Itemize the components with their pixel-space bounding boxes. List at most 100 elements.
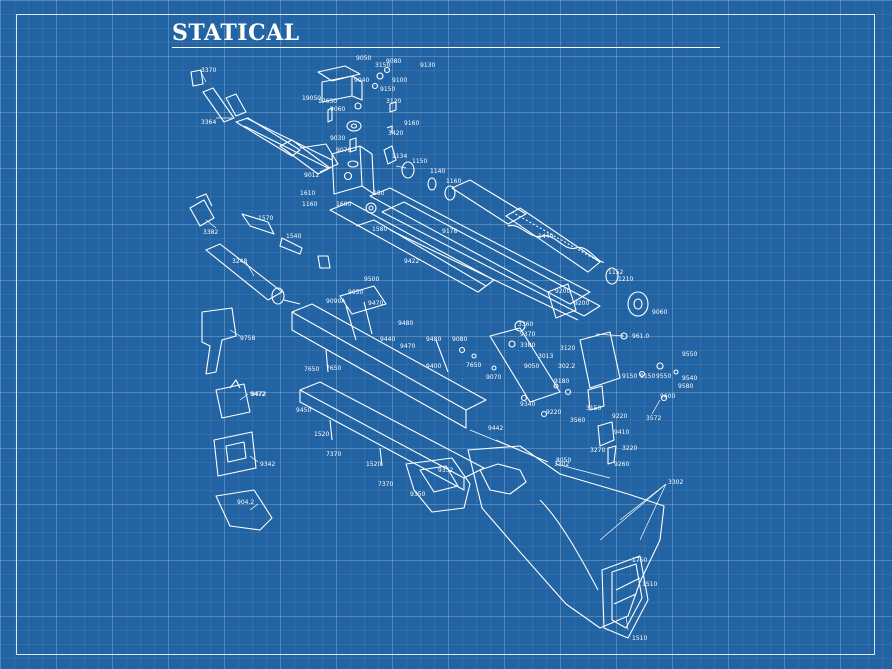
part-number-label: 9470 [368, 300, 383, 307]
part-number-label: 3220 [622, 445, 637, 452]
part-number-label: 9342 [260, 461, 275, 468]
screws-and-pins [325, 320, 679, 467]
part-number-label: 9220 [612, 413, 627, 420]
drawing-border [16, 14, 875, 655]
part-number-label: 3302 [554, 461, 569, 468]
part-number-label: 9060 [652, 309, 667, 316]
part-number-label: 9472 [251, 391, 266, 398]
part-number-label: 9200 [555, 288, 570, 295]
part-number-label: 1160 [302, 201, 317, 208]
part-number-label: 1140 [430, 168, 445, 175]
trigger-housing [291, 285, 621, 491]
piston-spring-assembly [383, 145, 649, 319]
part-number-label: 9200 [574, 300, 589, 307]
part-number-label: 17650 [318, 98, 337, 105]
part-number-label: 3360 [518, 321, 533, 328]
part-number-label: 9150 [640, 373, 655, 380]
part-number-label: 1600 [336, 201, 351, 208]
part-number-label: 1134 [392, 153, 407, 160]
part-number-label: 3560 [570, 417, 585, 424]
barrel-assembly [190, 69, 375, 195]
part-number-label: 1210 [618, 276, 633, 283]
part-number-label: 9080 [386, 58, 401, 65]
left-parts-column [189, 193, 331, 531]
part-number-label: 3382 [203, 229, 218, 236]
part-number-label: 9178 [442, 228, 457, 235]
part-number-label: 19050 [302, 95, 321, 102]
small-parts-column [327, 101, 397, 168]
part-number-label: 1440 [538, 233, 553, 240]
part-number-label: 7650 [326, 365, 341, 372]
part-number-label: 3380 [520, 342, 535, 349]
part-number-label: 9550 [656, 373, 671, 380]
part-number-label: 9350 [410, 491, 425, 498]
part-number-label: 1520 [314, 431, 329, 438]
part-number-label: 9090A [326, 298, 346, 305]
part-number-label: 3270 [590, 447, 605, 454]
part-number-label: 180 [373, 190, 385, 197]
part-number-label: 9550 [682, 351, 697, 358]
part-number-label: 1160 [446, 178, 461, 185]
part-number-label: 9480 [398, 320, 413, 327]
part-number-label: 9160 [404, 120, 419, 127]
part-number-label: 9050 [356, 55, 371, 62]
part-number-label: 9100 [392, 77, 407, 84]
part-number-label: 9480 [426, 336, 441, 343]
part-number-label: 8050 [556, 457, 571, 464]
part-number-label: 3013 [538, 353, 553, 360]
part-number-label: 9440 [380, 336, 395, 343]
rifle-stock [467, 445, 665, 639]
part-number-label: 1610 [300, 190, 315, 197]
part-number-label: 9050 [524, 363, 539, 370]
part-number-label: 1540 [286, 233, 301, 240]
part-number-label: 9580 [678, 383, 693, 390]
part-number-label: 1580 [372, 226, 387, 233]
part-number-label: 9180 [554, 378, 569, 385]
rear-sight-assembly [317, 65, 391, 110]
part-number-label: 9080 [452, 336, 467, 343]
part-number-label: 9070 [336, 147, 351, 154]
part-number-label: 3572 [646, 415, 661, 422]
part-number-label: 1570 [258, 215, 273, 222]
part-number-label: 7650 [466, 362, 481, 369]
part-number-label: 9410 [614, 429, 629, 436]
part-number-label: 9758 [240, 335, 255, 342]
part-number-label: 961.0 [632, 333, 649, 340]
part-number-label: 9442 [488, 425, 503, 432]
part-number-label: 3150 [586, 405, 601, 412]
part-number-label: 7370 [378, 481, 393, 488]
part-number-label: 7650 [304, 366, 319, 373]
part-number-label: 9450 [296, 407, 311, 414]
part-number-label: 1510 [642, 581, 657, 588]
part-number-label: 9500 [364, 276, 379, 283]
part-number-label: 3120 [560, 345, 575, 352]
part-number-label: 9070 [486, 374, 501, 381]
part-number-label: 302.2 [558, 363, 575, 370]
part-number-label: 9422 [404, 258, 419, 265]
part-number-label: 9220 [546, 409, 561, 416]
part-number-label: 9060 [330, 106, 345, 113]
page-title: STATICAL [172, 20, 300, 46]
part-number-label: 9400 [426, 363, 441, 370]
part-number-label: 9600 [660, 393, 675, 400]
part-number-label: 1520 [366, 461, 381, 468]
part-number-label: 9040 [354, 77, 369, 84]
part-number-label: 9030 [330, 135, 345, 142]
part-number-label: 1152 [608, 269, 623, 276]
part-number-label: 3420 [388, 130, 403, 137]
part-number-label: 9370 [520, 331, 535, 338]
title-underline [172, 47, 720, 48]
part-number-label: 9340 [520, 401, 535, 408]
part-number-label: 9150 [622, 373, 637, 380]
part-number-label: 3150 [375, 62, 390, 69]
part-number-label: 9130 [420, 62, 435, 69]
part-number-label: 7370 [326, 451, 341, 458]
part-number-label: 9260 [614, 461, 629, 468]
part-number-label: 1510 [632, 635, 647, 642]
part-number-label: 9540 [682, 375, 697, 382]
part-number-label: 1150 [412, 158, 427, 165]
trigger-guard [405, 457, 471, 513]
part-number-label: 904.2 [237, 499, 254, 506]
leader-lines [199, 69, 667, 631]
